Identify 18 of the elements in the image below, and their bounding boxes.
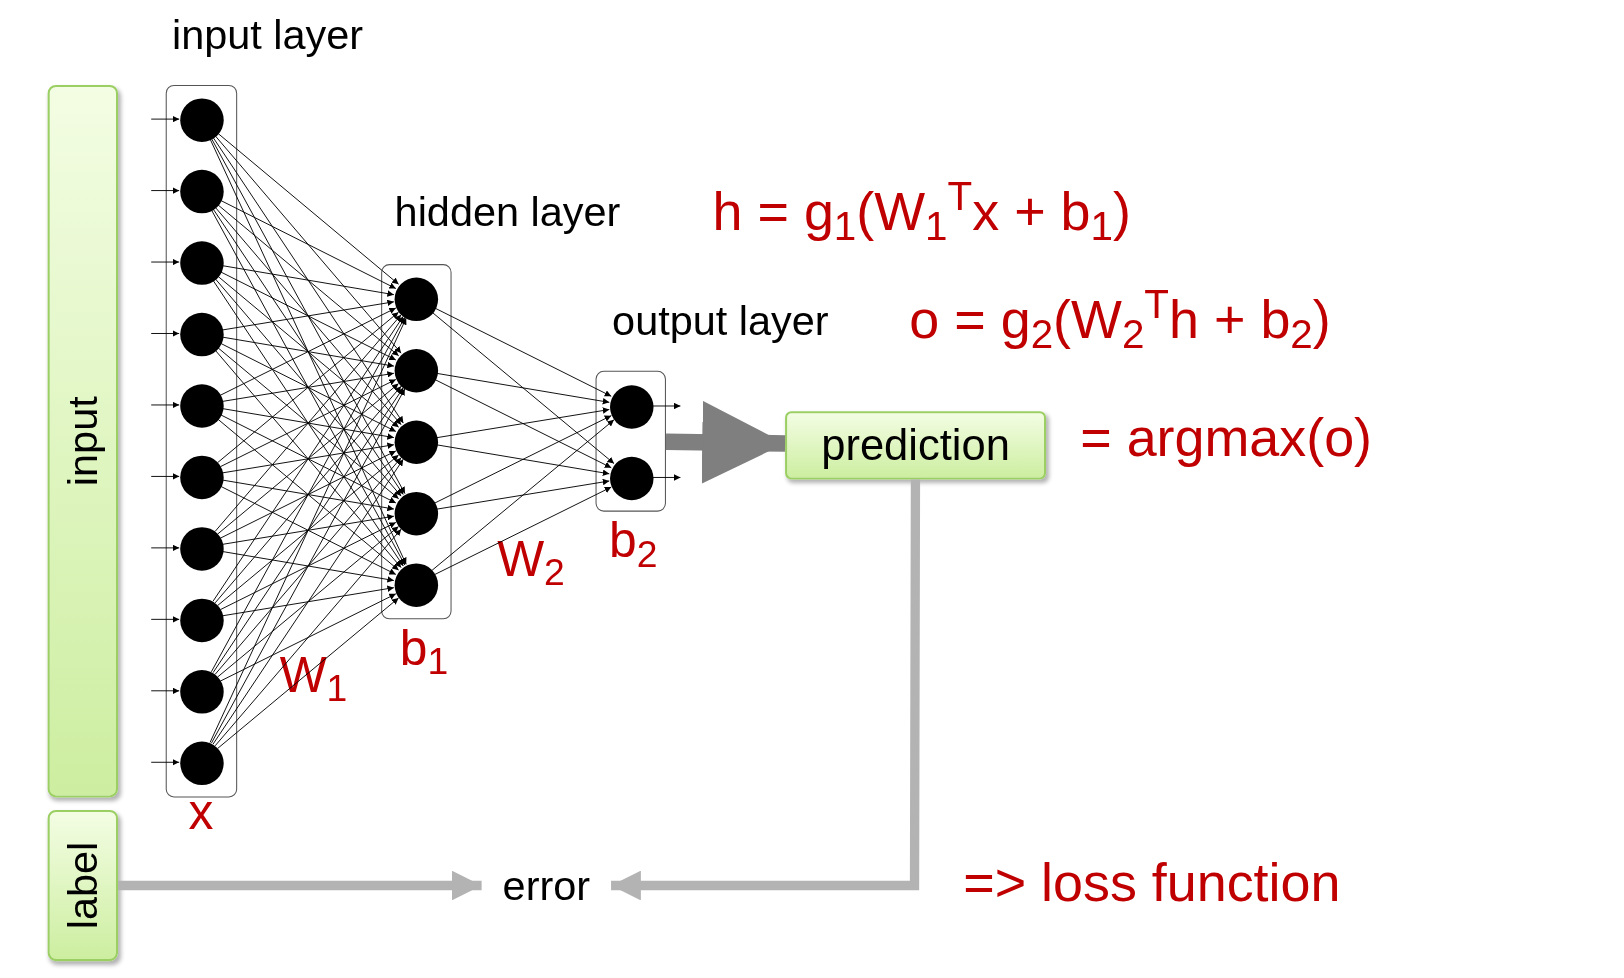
node-text: error [481, 861, 612, 910]
layer-title: input layer [171, 13, 364, 55]
layer-title: hidden layer [394, 190, 621, 232]
formula-label: W$_{2}$ [497, 534, 565, 585]
formula-label: b$_{2}$ [609, 515, 658, 566]
formula-label: h = g$_{1}$(W$_{1}$$^{T}$x + b$_{1}$) [712, 184, 1131, 239]
bar-label: label [62, 841, 104, 930]
flow-arrow [118, 870, 482, 901]
bar-label: input [62, 396, 104, 487]
flow-arrow [665, 400, 786, 484]
input-bar [47, 809, 119, 962]
formula-label: x [188, 787, 214, 837]
flow-arrow [611, 479, 921, 901]
layer-title: output layer [612, 299, 829, 341]
formula-label: => loss function [963, 855, 1341, 910]
prediction-box: prediction [785, 411, 1047, 480]
input-bar [47, 84, 119, 798]
formula-label: b$_{1}$ [399, 623, 449, 674]
